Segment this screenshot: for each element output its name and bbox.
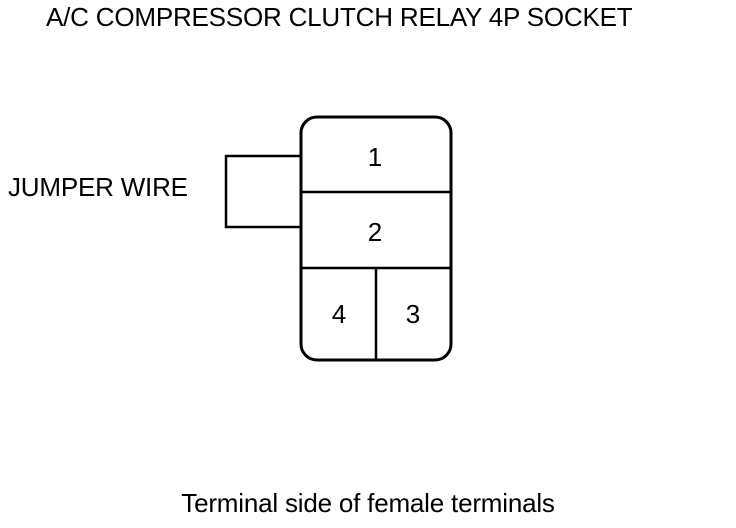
terminal-3-label: 3 bbox=[406, 299, 420, 329]
diagram-caption: Terminal side of female terminals bbox=[181, 488, 555, 518]
terminal-1-label: 1 bbox=[368, 142, 382, 172]
jumper-wire-label: JUMPER WIRE bbox=[8, 172, 188, 202]
jumper-wire bbox=[224, 154, 301, 229]
diagram-title: A/C COMPRESSOR CLUTCH RELAY 4P SOCKET bbox=[46, 2, 633, 32]
terminal-2-label: 2 bbox=[368, 217, 382, 247]
terminal-4-label: 4 bbox=[332, 299, 346, 329]
